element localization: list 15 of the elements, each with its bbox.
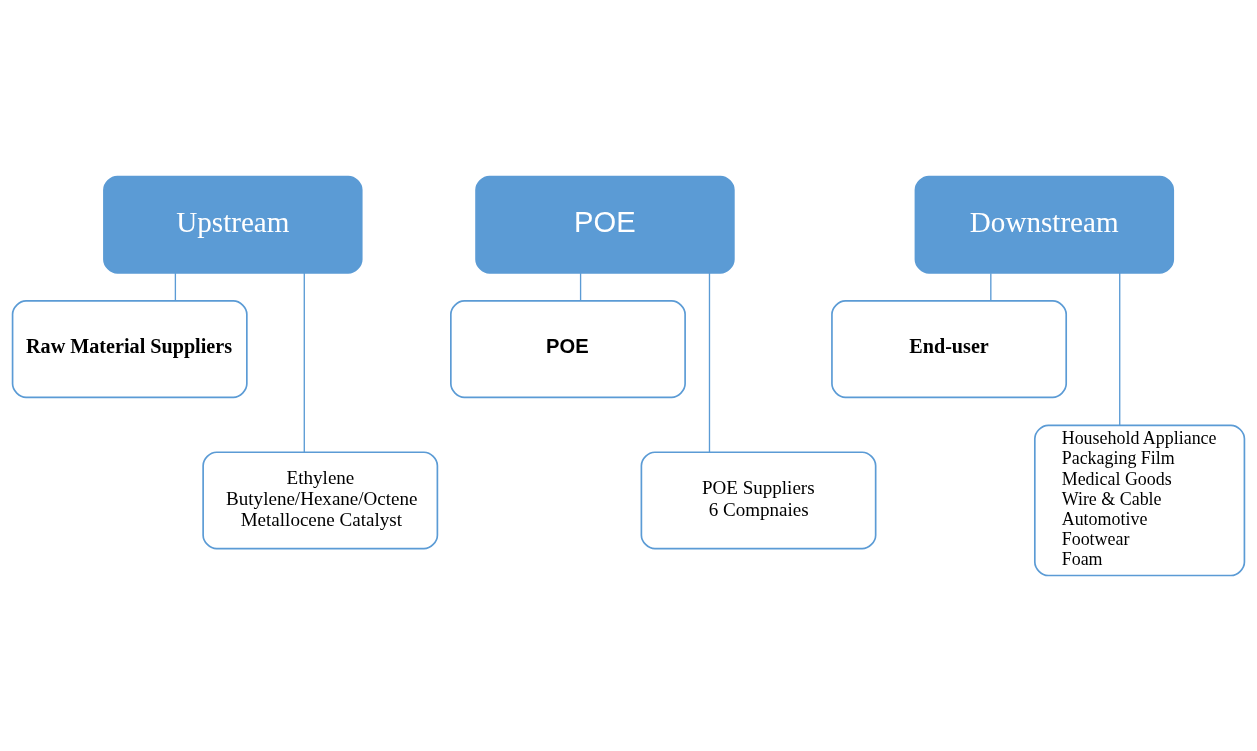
node-box: Downstream xyxy=(914,175,1175,274)
connector xyxy=(990,271,992,301)
node-box: POE Suppliers 6 Compnaies xyxy=(640,450,877,549)
connector xyxy=(708,271,711,453)
node-box: Household Appliance Packaging Film Medical Goods Wire & Cable Automotive Footwear Foam xyxy=(1034,424,1246,576)
connector xyxy=(579,271,582,301)
node-box: POE xyxy=(475,175,735,274)
connector xyxy=(303,271,305,453)
node-box: Upstream xyxy=(103,175,363,274)
node-box: POE xyxy=(450,299,686,398)
node-box: Ethylene Butylene/Hexane/Octene Metallocene Catalyst xyxy=(202,450,439,549)
connector xyxy=(1119,271,1121,426)
node-box: End-user xyxy=(831,299,1068,398)
node-box: Raw Material Suppliers xyxy=(11,299,248,398)
connector xyxy=(174,271,177,301)
